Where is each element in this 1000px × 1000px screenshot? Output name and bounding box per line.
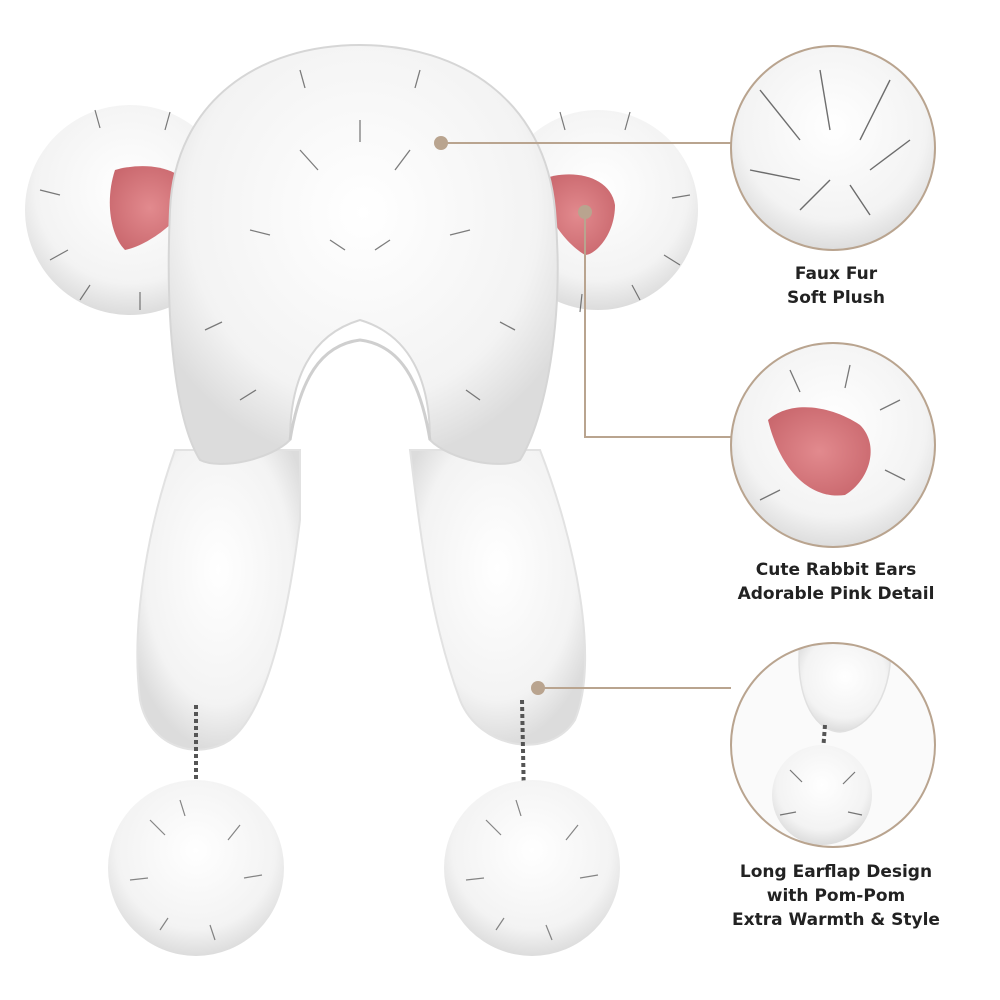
detail-circle-fur (730, 45, 936, 251)
left-pom-pom (108, 780, 284, 956)
left-earflap (136, 449, 301, 751)
rabbit-ear-hat-image (25, 43, 698, 956)
hat-hood (167, 43, 559, 465)
feature-caption-line: Faux Fur (794, 264, 878, 284)
right-pom-cord (520, 699, 526, 801)
right-pom-pom (444, 780, 620, 956)
feature-caption-line: Long Earflap Design (739, 862, 933, 882)
feature-caption-fur: Faux Fur Soft Plush (706, 262, 966, 310)
feature-caption-line: Extra Warmth & Style (732, 910, 940, 930)
detail-circle-ears (730, 342, 936, 548)
detail-circle-earflap (730, 642, 936, 848)
feature-caption-line: with Pom-Pom (766, 886, 906, 906)
feature-caption-earflap: Long Earflap Design with Pom-Pom Extra W… (706, 860, 966, 932)
right-earflap (408, 449, 587, 746)
feature-caption-ears: Cute Rabbit Ears Adorable Pink Detail (706, 558, 966, 606)
feature-caption-line: Soft Plush (787, 288, 885, 308)
callout-connector-earflap (531, 681, 731, 695)
callout-connector-fur (434, 136, 731, 150)
callout-connector-ears (578, 205, 731, 438)
feature-caption-line: Adorable Pink Detail (737, 584, 935, 604)
feature-caption-line: Cute Rabbit Ears (755, 560, 917, 580)
